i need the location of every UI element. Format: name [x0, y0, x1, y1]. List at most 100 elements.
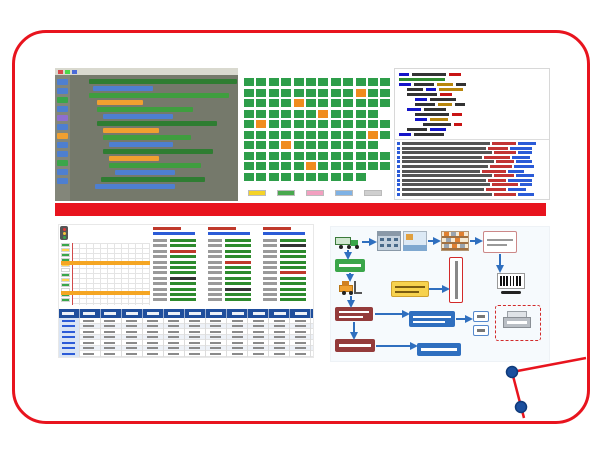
palette-block[interactable]: [57, 133, 68, 139]
status-cell[interactable]: [368, 151, 378, 160]
status-cell[interactable]: [343, 99, 354, 107]
diagram-box[interactable]: [391, 281, 429, 297]
status-cell[interactable]: [330, 141, 341, 149]
palette-block[interactable]: [57, 169, 68, 175]
diagram-box[interactable]: [335, 307, 373, 321]
code-block[interactable]: [97, 107, 193, 112]
status-cell[interactable]: [380, 162, 391, 170]
palette-block[interactable]: [57, 79, 68, 85]
highlight-row[interactable]: [61, 291, 150, 295]
status-cell[interactable]: [330, 172, 341, 181]
status-cell[interactable]: [268, 99, 279, 107]
status-cell[interactable]: [281, 151, 292, 160]
status-cell[interactable]: [355, 130, 366, 139]
palette-block[interactable]: [57, 178, 68, 184]
status-cell[interactable]: [293, 151, 304, 160]
status-cell[interactable]: [256, 151, 267, 160]
status-cell[interactable]: [244, 130, 254, 139]
status-cell[interactable]: [256, 130, 267, 139]
status-cell[interactable]: [380, 151, 391, 160]
palette-block[interactable]: [57, 142, 68, 148]
status-cell[interactable]: [256, 78, 267, 86]
code-block[interactable]: [101, 177, 205, 182]
row-status-cell[interactable]: [61, 273, 70, 277]
status-cell[interactable]: [343, 78, 354, 86]
status-cell[interactable]: [355, 151, 366, 160]
status-cell[interactable]: [368, 162, 378, 170]
status-cell[interactable]: [293, 130, 304, 139]
status-cell[interactable]: [368, 88, 378, 97]
status-cell[interactable]: [343, 151, 354, 160]
status-cell[interactable]: [268, 120, 279, 128]
status-cell[interactable]: [330, 162, 341, 170]
status-cell[interactable]: [244, 151, 254, 160]
status-cell[interactable]: [268, 141, 279, 149]
status-cell[interactable]: [293, 172, 304, 181]
status-cell[interactable]: [368, 141, 378, 149]
status-cell[interactable]: [244, 109, 254, 118]
status-cell[interactable]: [330, 109, 341, 118]
status-cell[interactable]: [244, 172, 254, 181]
status-cell[interactable]: [306, 141, 316, 149]
status-cell[interactable]: [306, 120, 316, 128]
status-cell[interactable]: [293, 120, 304, 128]
code-block[interactable]: [97, 100, 143, 105]
diagram-box[interactable]: [483, 231, 517, 253]
status-cell[interactable]: [268, 162, 279, 170]
highlight-row[interactable]: [61, 261, 150, 265]
status-cell[interactable]: [330, 151, 341, 160]
code-block[interactable]: [95, 184, 175, 189]
code-block[interactable]: [109, 163, 201, 168]
status-cell[interactable]: [281, 88, 292, 97]
palette-block[interactable]: [57, 115, 68, 121]
status-cell[interactable]: [343, 141, 354, 149]
code-block[interactable]: [89, 79, 237, 84]
status-cell[interactable]: [268, 109, 279, 118]
status-cell[interactable]: [330, 78, 341, 86]
code-block[interactable]: [109, 142, 173, 147]
status-cell[interactable]: [330, 88, 341, 97]
status-cell[interactable]: [293, 88, 304, 97]
code-block[interactable]: [97, 121, 217, 126]
status-cell[interactable]: [306, 151, 316, 160]
status-cell[interactable]: [380, 99, 391, 107]
palette-block[interactable]: [57, 151, 68, 157]
row-status-cell[interactable]: [61, 283, 70, 287]
status-cell[interactable]: [244, 99, 254, 107]
code-block[interactable]: [93, 86, 153, 91]
status-cell[interactable]: [293, 109, 304, 118]
status-cell[interactable]: [306, 88, 316, 97]
row-status-cell[interactable]: [61, 268, 70, 272]
status-cell[interactable]: [268, 130, 279, 139]
status-cell[interactable]: [330, 130, 341, 139]
status-cell[interactable]: [306, 162, 316, 170]
status-cell[interactable]: [355, 141, 366, 149]
status-cell[interactable]: [330, 120, 341, 128]
status-cell[interactable]: [268, 172, 279, 181]
status-cell[interactable]: [343, 162, 354, 170]
status-cell[interactable]: [380, 120, 391, 128]
status-cell[interactable]: [318, 88, 329, 97]
status-cell[interactable]: [244, 120, 254, 128]
status-cell[interactable]: [318, 78, 329, 86]
row-status-cell[interactable]: [61, 298, 70, 302]
status-cell[interactable]: [256, 172, 267, 181]
status-cell[interactable]: [368, 78, 378, 86]
status-cell[interactable]: [355, 162, 366, 170]
status-cell[interactable]: [355, 88, 366, 97]
status-cell[interactable]: [368, 130, 378, 139]
status-cell[interactable]: [343, 120, 354, 128]
status-cell[interactable]: [380, 88, 391, 97]
status-cell[interactable]: [380, 78, 391, 86]
status-cell[interactable]: [281, 78, 292, 86]
palette-block[interactable]: [57, 124, 68, 130]
status-cell[interactable]: [355, 109, 366, 118]
code-block[interactable]: [103, 135, 191, 140]
status-cell[interactable]: [368, 109, 378, 118]
status-cell[interactable]: [256, 109, 267, 118]
status-cell[interactable]: [318, 109, 329, 118]
status-cell[interactable]: [343, 172, 354, 181]
status-cell[interactable]: [268, 78, 279, 86]
status-cell[interactable]: [343, 130, 354, 139]
status-cell[interactable]: [256, 162, 267, 170]
